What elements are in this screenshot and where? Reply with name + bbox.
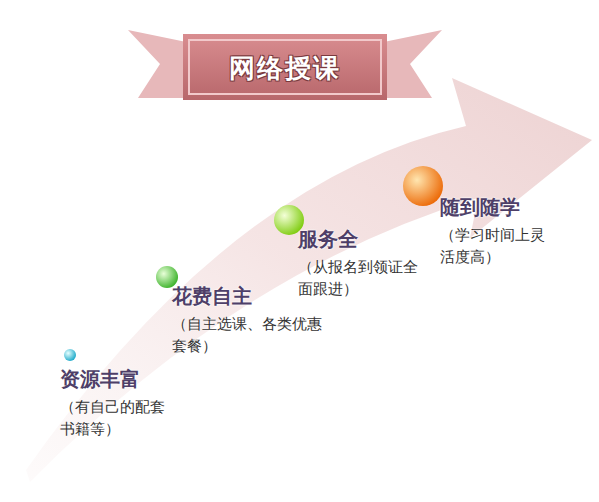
step-note: （学习时间上灵活度高） [440,225,558,269]
step-note: （从报名到领证全面跟进） [298,257,428,301]
step-note: （自主选课、各类优惠套餐） [172,314,322,358]
title-text: 网络授课 [185,38,385,98]
step-heading: 资源丰富 [60,366,172,393]
step-note: （有自己的配套书籍等） [60,397,172,441]
step-item: 资源丰富 （有自己的配套书籍等） [60,366,172,441]
ball [64,349,76,361]
step-heading: 随到随学 [440,194,558,221]
step-heading: 服务全 [298,226,428,253]
ball [403,166,443,206]
title-ribbon [128,30,442,100]
curved-arrow [26,78,592,482]
step-item: 服务全 （从报名到领证全面跟进） [298,226,428,301]
step-item: 随到随学 （学习时间上灵活度高） [440,194,558,269]
